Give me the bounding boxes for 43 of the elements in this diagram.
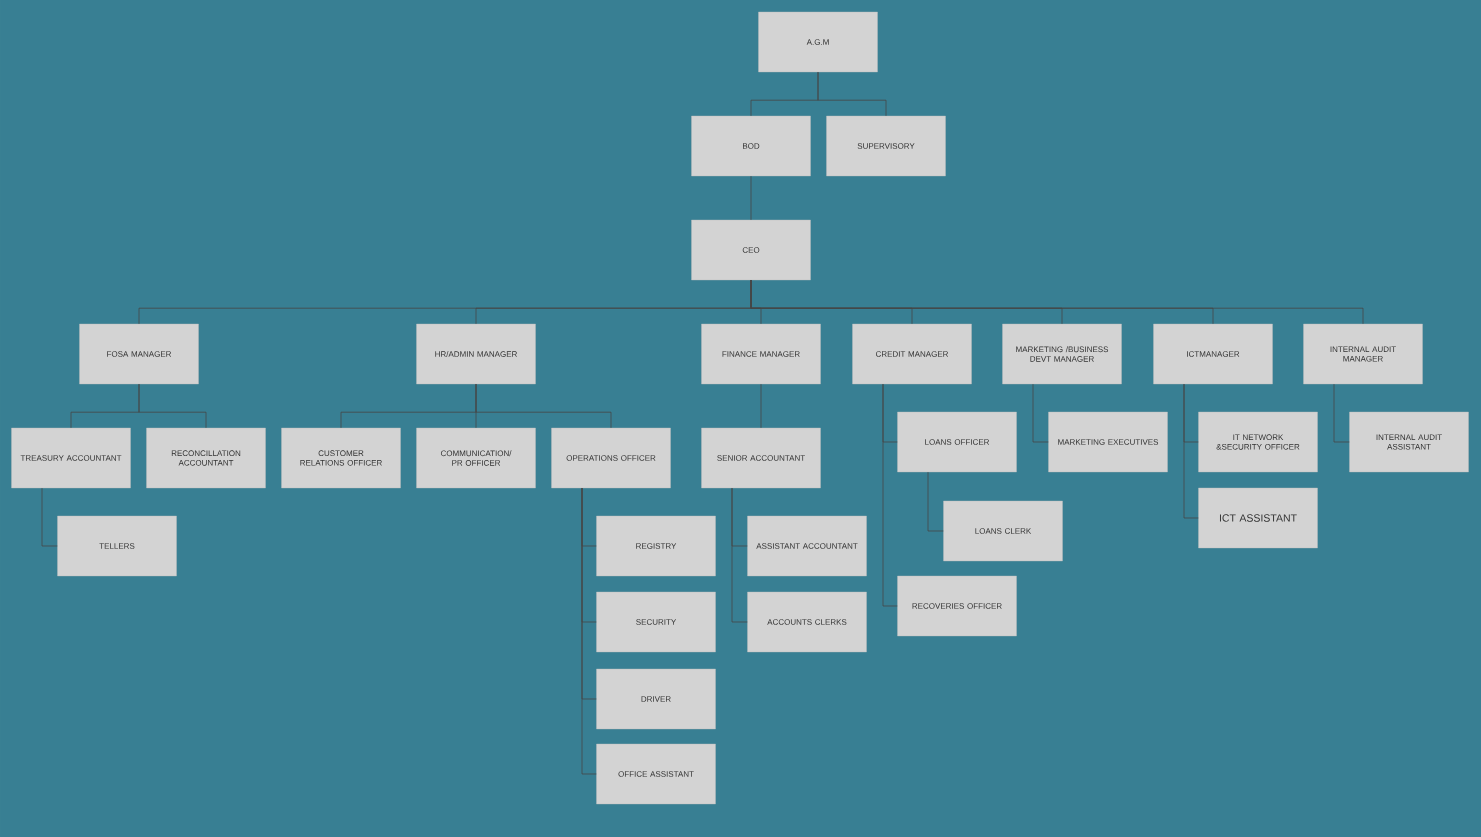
role-box: LOANS CLERK [943, 500, 1063, 562]
role-box: SECURITY [596, 591, 716, 653]
connector-line [927, 471, 944, 532]
role-box: RECONCILLATION ACCOUNTANT [146, 427, 266, 489]
role-box: INTERNAL AUDIT MANAGER [1303, 323, 1423, 385]
role-box: REGISTRY [596, 515, 716, 577]
role-box: DRIVER [596, 668, 716, 730]
role-box: IT NETWORK &SECURITY OFFICER [1198, 411, 1318, 473]
role-box: TREASURY ACCOUNTANT [11, 427, 131, 489]
role-box: FOSA MANAGER [79, 323, 199, 385]
role-box: ICTMANAGER [1153, 323, 1273, 385]
role-box: SUPERVISORY [826, 115, 946, 177]
connector-line [817, 71, 887, 117]
role-box: CUSTOMER RELATIONS OFFICER [281, 427, 401, 489]
role-box: HR/ADMIN MANAGER [416, 323, 536, 385]
role-box: OPERATIONS OFFICER [551, 427, 671, 489]
role-box: INTERNAL AUDIT ASSISTANT [1349, 411, 1469, 473]
connector-line [731, 487, 748, 623]
connector-line [581, 487, 597, 775]
role-box: CREDIT MANAGER [852, 323, 972, 385]
role-box: LOANS OFFICER [897, 411, 1017, 473]
role-box: FINANCE MANAGER [701, 323, 821, 385]
connector-line [882, 383, 898, 607]
connector-line [750, 279, 1364, 325]
role-box: SENIOR ACCOUNTANT [701, 427, 821, 489]
role-box: CEO [691, 219, 811, 281]
role-box: ACCOUNTS CLERKS [747, 591, 867, 653]
connector-line [1032, 383, 1049, 443]
role-box: OFFICE ASSISTANT [596, 743, 716, 805]
role-box: RECOVERIES OFFICER [897, 575, 1017, 637]
role-box: TELLERS [57, 515, 177, 577]
role-box: MARKETING EXECUTIVES [1048, 411, 1168, 473]
connector-line [475, 383, 612, 429]
role-box: ICT ASSISTANT [1198, 487, 1318, 549]
connector-line [1183, 383, 1199, 519]
connector-line [1333, 383, 1350, 443]
role-box: MARKETING /BUSINESS DEVT MANAGER [1002, 323, 1122, 385]
role-box: ASSISTANT ACCOUNTANT [747, 515, 867, 577]
connector-line [41, 487, 58, 547]
role-box: COMMUNICATION/ PR OFFICER [416, 427, 536, 489]
connector-line [138, 383, 207, 429]
role-box: BOD [691, 115, 811, 177]
role-box: A.G.M [758, 11, 878, 73]
